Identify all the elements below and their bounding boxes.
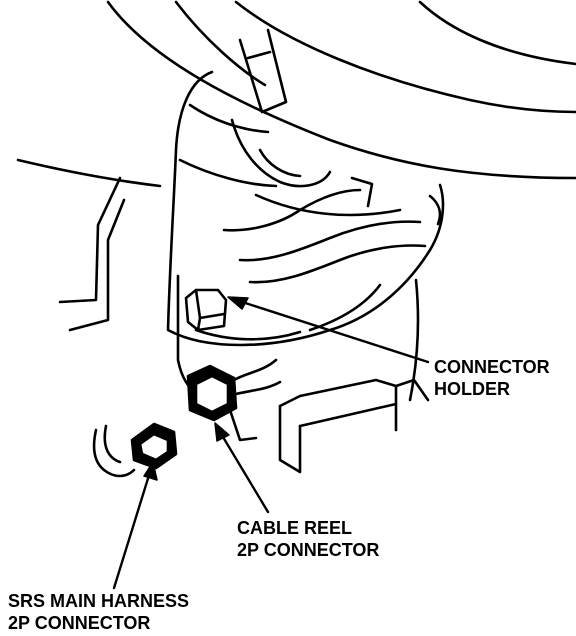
arrow-cable-reel	[214, 422, 270, 514]
label-connector-holder-line1: CONNECTOR	[434, 357, 550, 377]
arrow-srs-harness	[112, 461, 158, 590]
label-connector-holder: CONNECTOR HOLDER	[434, 356, 550, 400]
label-cable-reel-connector: CABLE REEL 2P CONNECTOR	[237, 517, 379, 561]
label-srs-main-harness-connector: SRS MAIN HARNESS 2P CONNECTOR	[8, 590, 189, 634]
cable-reel-connector	[186, 358, 282, 422]
lower-dash-cover	[16, 158, 208, 400]
steering-column	[166, 28, 445, 347]
label-srs-line1: SRS MAIN HARNESS	[8, 591, 190, 611]
label-srs-line2: 2P CONNECTOR	[8, 613, 151, 633]
srs-harness-connector	[92, 422, 178, 478]
steering-wheel	[106, 0, 576, 180]
label-cable-reel-line1: CABLE REEL	[237, 518, 353, 538]
connector-holder	[184, 288, 228, 332]
lower-bracket	[228, 278, 430, 474]
label-connector-holder-line2: HOLDER	[434, 379, 510, 399]
label-cable-reel-line2: 2P CONNECTOR	[237, 540, 380, 560]
leader-arrows	[112, 296, 430, 590]
arrow-connector-holder	[227, 296, 430, 364]
